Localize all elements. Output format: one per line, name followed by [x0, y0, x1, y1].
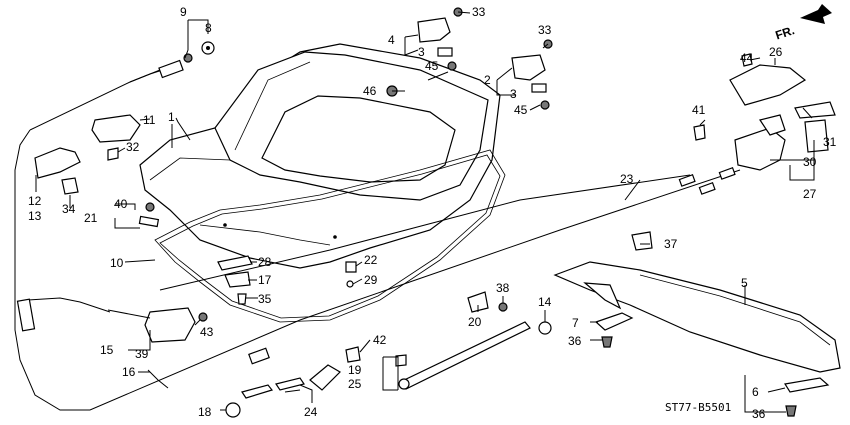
callout-32: 32: [126, 140, 140, 154]
part-11-cover: [91, 114, 141, 143]
callout-4: 4: [388, 33, 395, 47]
callout-13: 13: [28, 209, 42, 223]
part-38-nut: [498, 302, 508, 312]
weatherstrip-shape: [154, 149, 506, 323]
callout-28: 28: [258, 255, 272, 269]
callout-46: 46: [363, 84, 377, 98]
callout-7: 7: [572, 316, 579, 330]
callout-1: 1: [168, 110, 175, 124]
part-36-clip-b: [785, 405, 797, 417]
callout-39: 39: [135, 347, 149, 361]
part-16-rod: [147, 369, 169, 389]
part-42-bolt: [345, 346, 361, 363]
part-31-shim: [794, 101, 836, 119]
callout-3b: 3: [510, 87, 517, 101]
callout-20: 20: [468, 315, 482, 329]
part-44-bolt: [741, 53, 753, 67]
callout-30: 30: [803, 155, 817, 169]
callout-31: 31: [823, 135, 837, 149]
part-27-latch: [734, 127, 786, 171]
callout-29: 29: [364, 273, 378, 287]
part-43-bolt: [198, 312, 208, 322]
callout-35: 35: [258, 292, 272, 306]
callout-5: 5: [741, 276, 748, 290]
part-29-clip: [346, 280, 354, 288]
callout-6: 6: [752, 385, 759, 399]
callout-19: 19: [348, 363, 362, 377]
part-20-bracket: [467, 291, 489, 313]
part-40-clip: [145, 202, 155, 212]
callout-44: 44: [740, 51, 754, 65]
callout-36a: 36: [568, 334, 582, 348]
callout-3a: 3: [418, 45, 425, 59]
part-28-bracket: [217, 255, 253, 271]
gas-strut-shape: [399, 321, 531, 390]
callout-9: 9: [180, 5, 187, 19]
callout-25: 25: [348, 377, 362, 391]
release-cable-23: [14, 129, 741, 411]
part-17-plate: [224, 271, 251, 288]
callout-10: 10: [110, 256, 124, 270]
part-36-clip-a: [601, 336, 613, 348]
diagram-code: ST77-B5501: [665, 401, 731, 414]
callout-45a: 45: [425, 59, 439, 73]
callout-21: 21: [84, 211, 98, 225]
part-26-cover: [729, 64, 807, 106]
callout-14: 14: [538, 295, 552, 309]
callout-22: 22: [364, 253, 378, 267]
callout-33b: 33: [538, 23, 552, 37]
callout-8: 8: [205, 21, 212, 35]
callout-11: 11: [143, 113, 156, 127]
part-6-bracket: [784, 377, 830, 393]
callout-26: 26: [769, 45, 783, 59]
tailgate-panel: [139, 43, 501, 269]
callout-labels: 9 8 11 1 32 12 13 34 40 21 10 4 3 33 45 …: [28, 5, 837, 421]
part-35-bolt: [237, 293, 247, 305]
part-32-bolt: [107, 147, 119, 161]
part-9-cable-end: [129, 53, 193, 83]
callout-41: 41: [692, 103, 706, 117]
callout-36b: 36: [752, 407, 766, 421]
part-37-clip: [631, 231, 653, 251]
part-5-spoiler: [553, 261, 841, 373]
callout-42: 42: [373, 333, 387, 347]
callout-18: 18: [198, 405, 212, 419]
part-30-shim: [804, 119, 829, 153]
callout-2: 2: [484, 73, 491, 87]
callout-24: 24: [304, 405, 318, 419]
callout-33a: 33: [472, 5, 486, 19]
part-4-hinge: [417, 17, 451, 43]
callout-16: 16: [122, 365, 136, 379]
part-34-bolt: [61, 177, 79, 195]
callout-38: 38: [496, 281, 510, 295]
part-22-bumper: [345, 261, 357, 273]
part-24-cylinder: [309, 364, 341, 391]
part-7-bracket: [594, 312, 634, 331]
callout-27: 27: [803, 187, 817, 201]
callout-15: 15: [100, 343, 114, 357]
cable-16-shape: [27, 297, 111, 313]
part-14-grommet: [538, 321, 552, 335]
callout-17: 17: [258, 273, 272, 287]
callout-40: 40: [114, 197, 128, 211]
part-12-bracket: [34, 147, 81, 179]
callout-45b: 45: [514, 103, 528, 117]
callout-12: 12: [28, 194, 42, 208]
part-41-bolt: [693, 124, 706, 141]
part-18-washer: [225, 402, 241, 418]
part-21-clip: [138, 215, 160, 228]
callout-37: 37: [664, 237, 678, 251]
part-2-hinge: [511, 54, 546, 81]
direction-label: FR.: [774, 23, 797, 42]
part-39-lock: [144, 307, 196, 343]
front-direction-arrow: FR.: [774, 4, 832, 42]
callout-43: 43: [200, 325, 214, 339]
cable-23-upper: [159, 174, 691, 291]
callout-34: 34: [62, 202, 76, 216]
callout-23: 23: [620, 172, 634, 186]
